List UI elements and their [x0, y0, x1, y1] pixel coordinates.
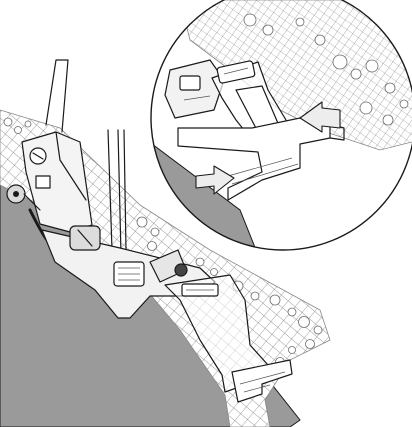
guide-foot-closeup [177, 60, 345, 201]
zoom-callout-circle [150, 0, 412, 251]
guide-foot [164, 274, 293, 403]
adjust-arrow-left [299, 101, 341, 133]
presser-foot [41, 225, 216, 319]
main-scene [0, 59, 331, 427]
adjust-arrow-right [195, 165, 235, 195]
